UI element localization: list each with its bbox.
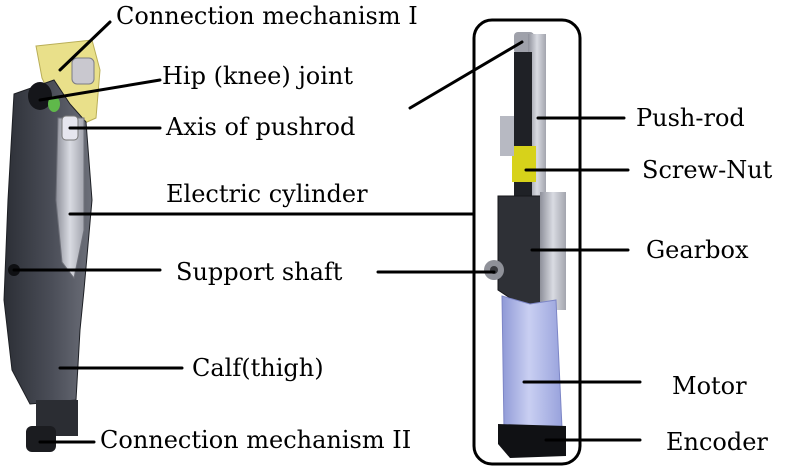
label-electric-cylinder: Electric cylinder (166, 180, 368, 208)
label-encoder: Encoder (666, 428, 768, 456)
prosthesis-model (4, 40, 100, 452)
side-plate (500, 116, 514, 156)
label-connection-mechanism-1: Connection mechanism I (116, 2, 418, 30)
connection-mechanism-2-part (26, 426, 56, 452)
screw-nut-part (512, 146, 536, 182)
label-motor: Motor (672, 372, 747, 400)
label-push-rod: Push-rod (636, 104, 745, 132)
label-screw-nut: Screw-Nut (642, 156, 772, 184)
label-support-shaft: Support shaft (176, 258, 342, 286)
electric-cylinder-model (474, 20, 580, 464)
bracket-pin-part (72, 58, 94, 84)
leader-electric-cylinder-right (410, 42, 522, 108)
label-hip-knee-joint: Hip (knee) joint (162, 62, 353, 90)
label-calf-thigh: Calf(thigh) (192, 354, 324, 382)
label-axis-of-pushrod: Axis of pushrod (166, 113, 355, 141)
label-gearbox: Gearbox (646, 236, 749, 264)
label-connection-mechanism-2: Connection mechanism II (100, 426, 411, 454)
motor-part (502, 296, 562, 430)
